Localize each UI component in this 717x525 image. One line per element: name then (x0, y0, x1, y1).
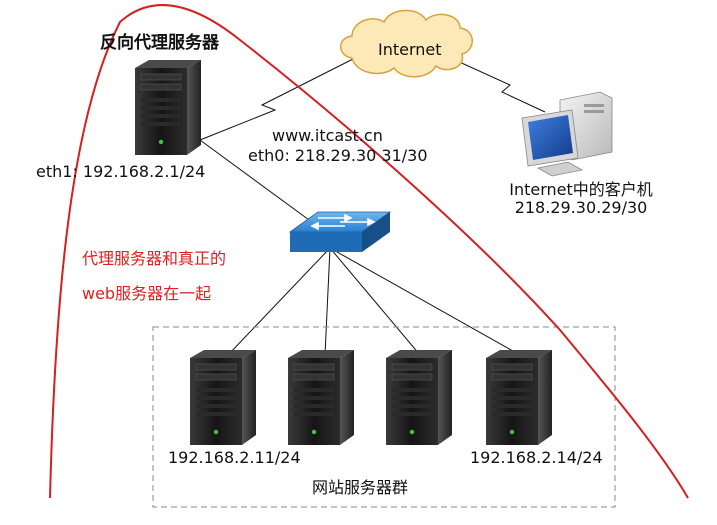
server-farm-label: 网站服务器群 (312, 478, 409, 497)
proxy-domain: www.itcast.cn (272, 126, 383, 145)
proxy-eth0: eth0: 218.29.30 31/30 (248, 146, 428, 165)
web-server-1-icon (189, 349, 257, 446)
client-name: Internet中的客户机 (509, 180, 653, 199)
link-switch-server4 (329, 247, 521, 356)
red-annotation-curve (49, 4, 689, 499)
link-proxy-switch (199, 139, 321, 229)
internet-label: Internet (378, 40, 442, 59)
link-switch-server3 (329, 247, 421, 356)
proxy-title: 反向代理服务器 (100, 33, 219, 53)
annotation-line-1: 代理服务器和真正的 (82, 249, 227, 268)
annotation-line-2: web服务器在一起 (82, 284, 212, 303)
web-server-3-icon (385, 349, 453, 446)
proxy-server-icon (134, 59, 202, 156)
link-proxy-internet (199, 57, 356, 141)
client-computer-icon (521, 91, 613, 177)
link-switch-server2 (324, 247, 331, 356)
web-server-4-icon (485, 349, 553, 446)
server-ip-last: 192.168.2.14/24 (470, 448, 603, 467)
link-internet-client (454, 59, 546, 113)
link-switch-server1 (227, 247, 331, 356)
internet-cloud-icon (340, 9, 473, 78)
proxy-eth1: eth1: 192.168.2.1/24 (36, 162, 206, 181)
network-links (199, 57, 546, 356)
server-farm-boundary (152, 326, 616, 508)
client-ip: 218.29.30.29/30 (514, 198, 648, 217)
web-server-2-icon (287, 349, 355, 446)
server-ip-first: 192.168.2.11/24 (168, 448, 301, 467)
switch-icon (288, 211, 392, 252)
